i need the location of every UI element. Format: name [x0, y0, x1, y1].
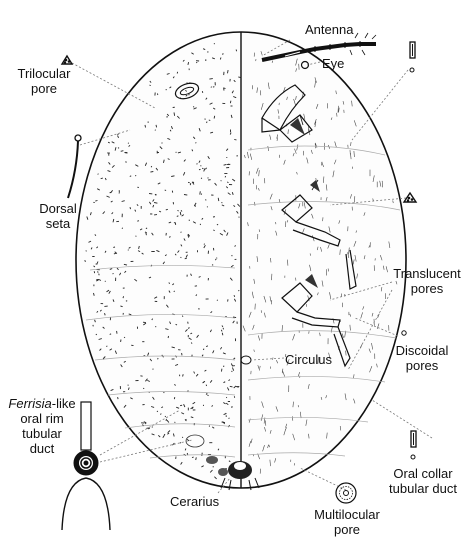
dorsal-ostiole	[174, 82, 200, 100]
inset-ferrisia-duct-icon	[61, 401, 111, 531]
cerarius-structure	[185, 434, 260, 491]
antenna-structure	[261, 32, 377, 62]
label-ferrisia-duct: Ferrisia-like oral rim tubular duct	[2, 396, 82, 456]
label-ferrisia-rest: -like	[51, 396, 76, 411]
label-trilocular-line2: pore	[30, 81, 58, 96]
eye-structure	[300, 60, 310, 70]
label-multilocular-line1: Multilocular	[314, 507, 380, 522]
leg-structures	[261, 84, 357, 368]
label-oral-collar-duct: Oral collar tubular duct	[378, 466, 468, 496]
segment-lines	[85, 145, 401, 459]
inset-trilocular-pore-icon	[60, 54, 74, 65]
dorsal-stipple-texture	[84, 43, 242, 480]
label-eye: Eye	[322, 56, 345, 71]
circulus-structure	[240, 355, 252, 365]
label-translucent-pores: Translucent pores	[388, 266, 466, 296]
label-oral-collar-line1: Oral collar	[393, 466, 453, 481]
leg-claws	[290, 118, 320, 288]
label-multilocular-pore: Multilocular pore	[305, 507, 389, 537]
label-ferrisia-line3: tubular	[22, 426, 62, 441]
label-multilocular-line2: pore	[333, 522, 361, 537]
label-dorsal-seta: Dorsal seta	[30, 201, 86, 231]
inset-dorsal-seta-icon	[67, 134, 82, 199]
label-dorsal-line1: Dorsal	[39, 201, 77, 216]
label-trilocular-pore: Trilocular pore	[12, 66, 76, 96]
inset-oral-collar-duct-icon	[410, 430, 417, 460]
label-discoidal-line2: pores	[405, 358, 439, 373]
inset-multilocular-pore-icon	[335, 482, 357, 504]
label-ferrisia-line1: Ferrisia-like	[2, 396, 82, 411]
label-circulus: Circulus	[285, 352, 332, 367]
label-antenna: Antenna	[305, 22, 354, 37]
label-ferrisia-line4: duct	[29, 441, 55, 456]
label-oral-collar-line2: tubular duct	[389, 481, 457, 496]
label-cerarius: Cerarius	[170, 494, 220, 509]
inset-discoidal-pore-icon	[401, 330, 407, 336]
label-translucent-line1: Translucent	[393, 266, 461, 281]
label-translucent-line2: pores	[410, 281, 444, 296]
label-trilocular-line1: Trilocular	[17, 66, 71, 81]
label-discoidal-pores: Discoidal pores	[384, 343, 460, 373]
label-discoidal-line1: Discoidal	[395, 343, 449, 358]
label-ferrisia-italic: Ferrisia	[8, 396, 52, 411]
label-ferrisia-line2: oral rim	[20, 411, 64, 426]
label-dorsal-line2: seta	[45, 216, 71, 231]
ventral-setae-texture	[242, 51, 398, 474]
inset-trilocular-pore-right-icon	[402, 191, 418, 203]
leader-lines	[71, 39, 433, 494]
inset-oral-collar-duct-top-icon	[409, 41, 416, 73]
